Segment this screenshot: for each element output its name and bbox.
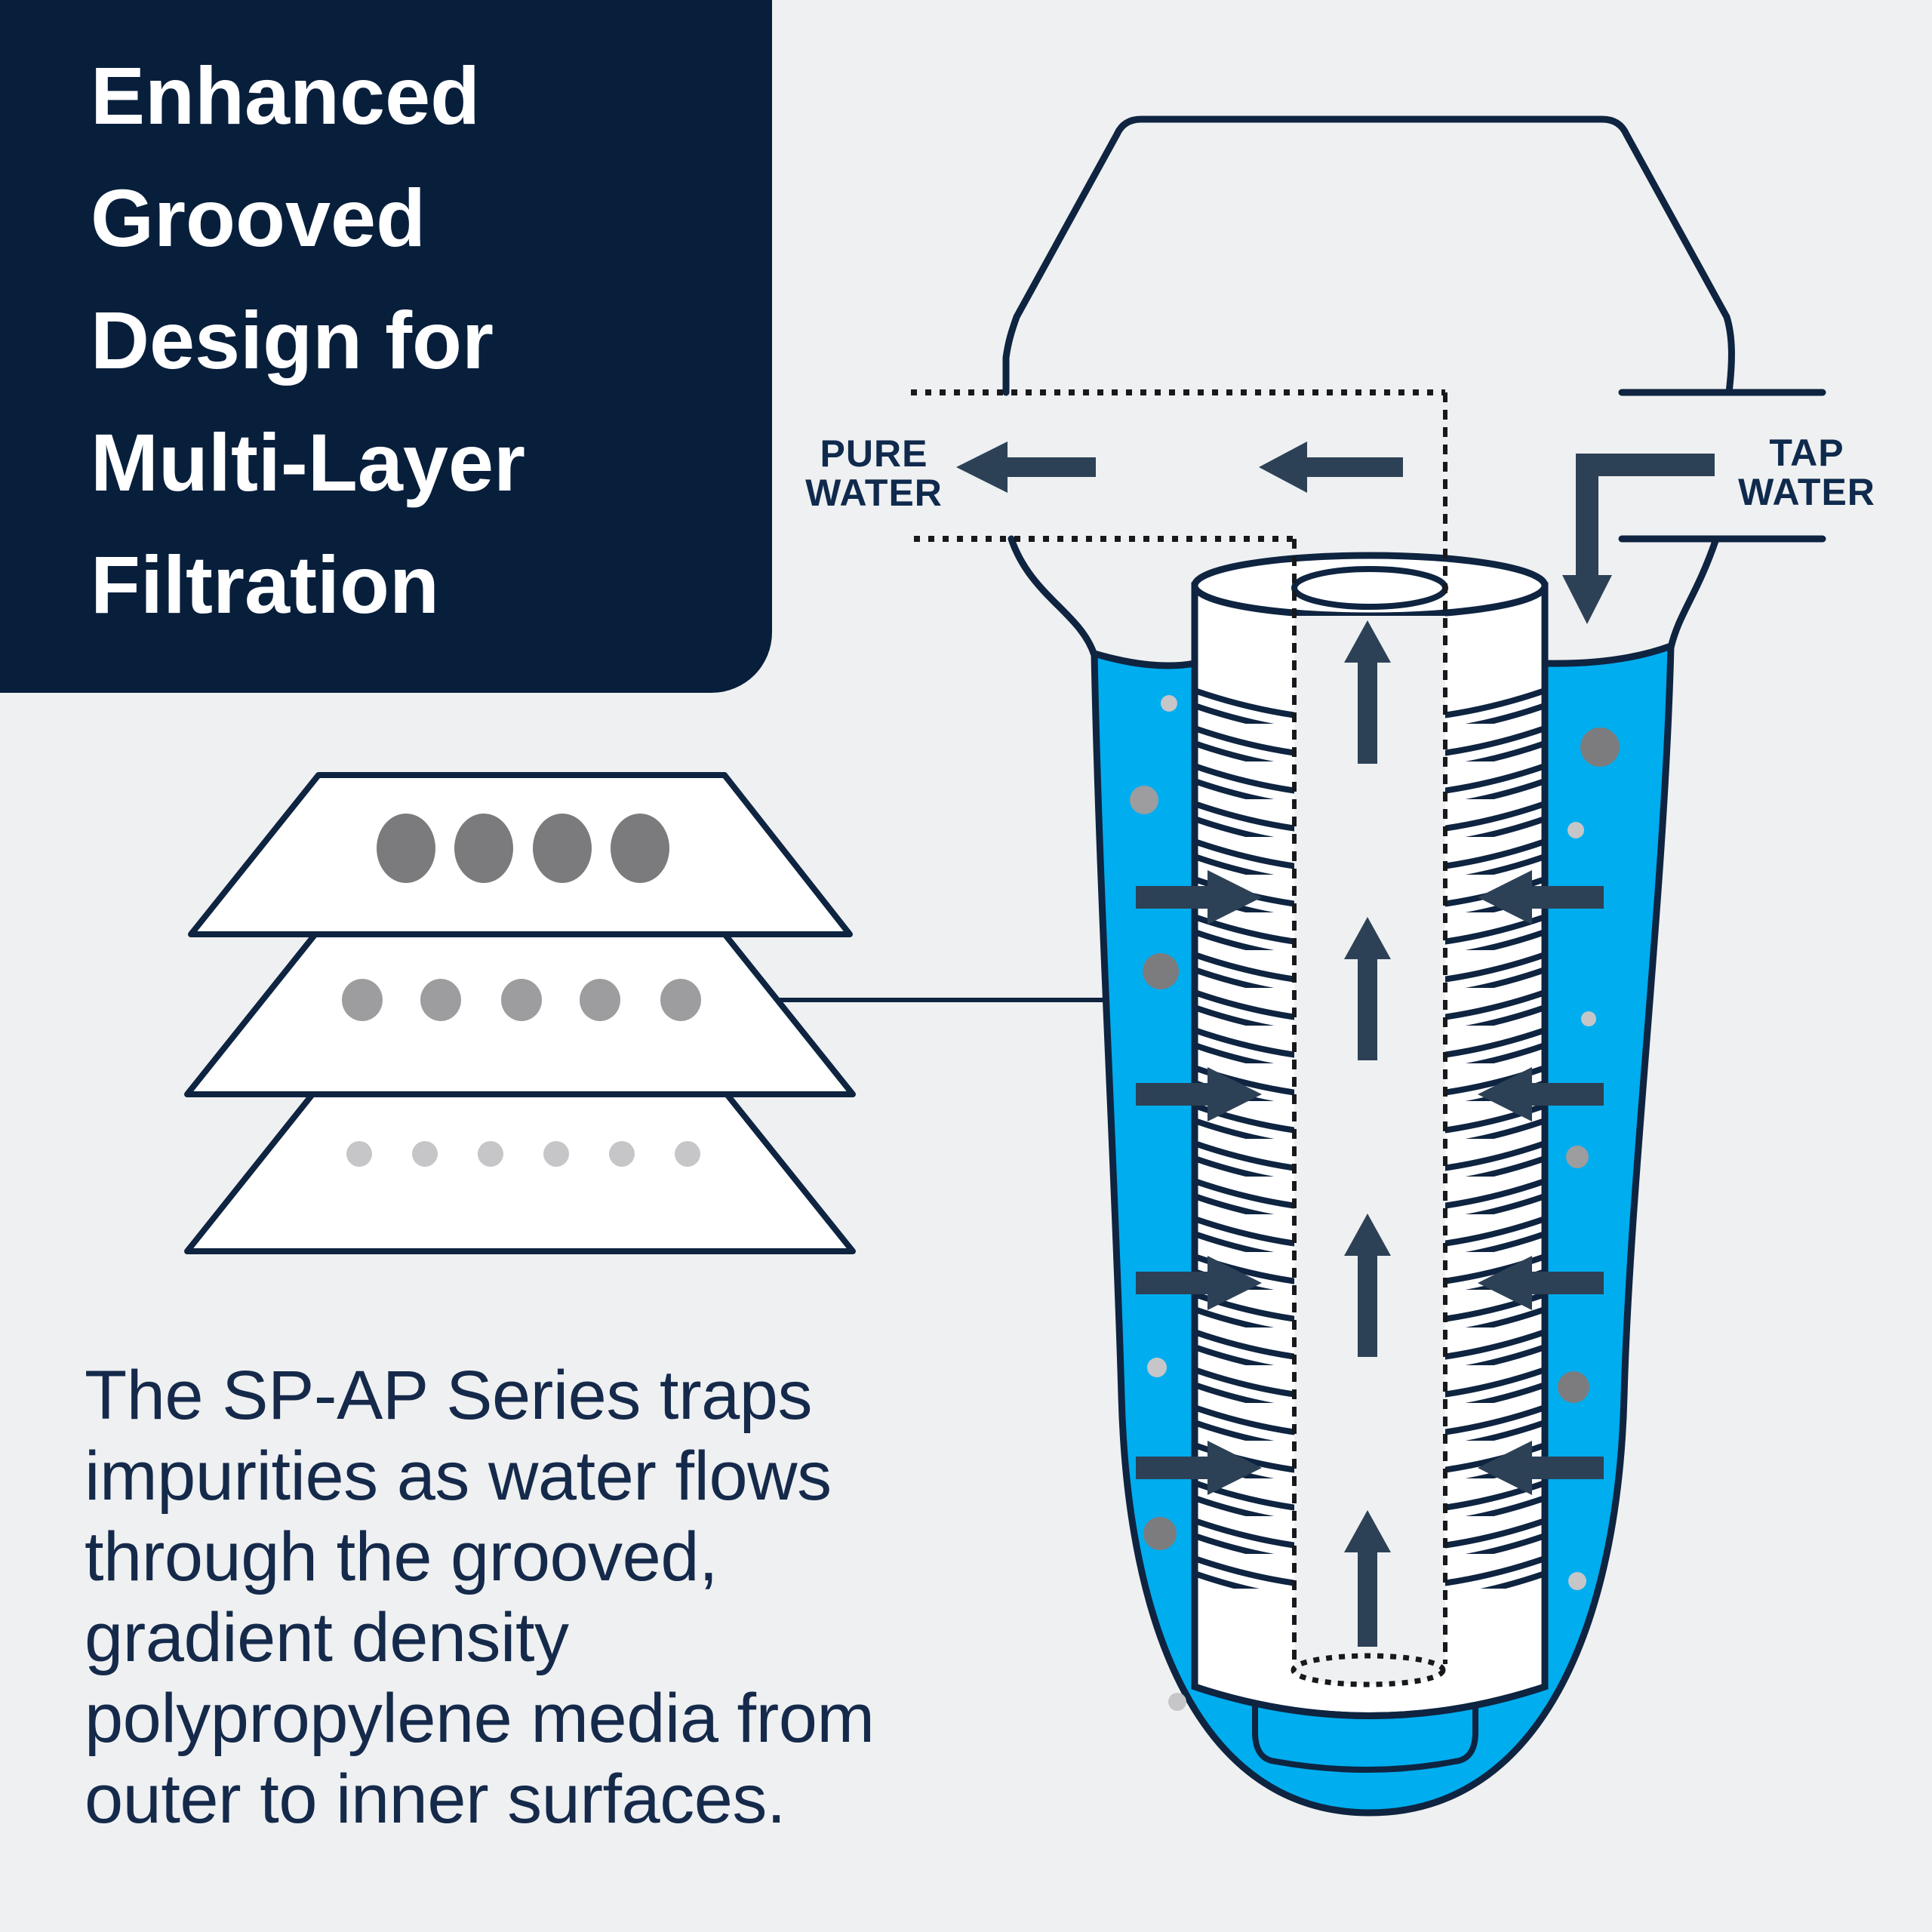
impurity-dot [1143, 1517, 1177, 1550]
title-line: Grooved [91, 172, 426, 263]
pore-dot [580, 979, 620, 1021]
impurity-dot [1147, 1358, 1167, 1377]
media-layer-stack [184, 772, 856, 1254]
title-card: Enhanced Grooved Design for Multi-Layer … [0, 0, 772, 693]
pore-dot [342, 979, 383, 1021]
description-line: through the grooved, [85, 1518, 718, 1595]
impurity-dot [1566, 1146, 1589, 1168]
cartridge-seat [1252, 1701, 1478, 1773]
cartridge-bottom-edge [1193, 1683, 1546, 1719]
title-line: Enhanced [91, 50, 481, 141]
flow-path-guides [911, 389, 1447, 1664]
pore-dot [454, 814, 513, 883]
inward-arrow-right [1478, 1067, 1604, 1121]
tap-water-arrow [1562, 454, 1715, 624]
inward-arrow-left [1136, 1441, 1262, 1495]
inward-arrow-left [1136, 1256, 1262, 1310]
media-layer-outer-dots [377, 814, 669, 883]
housing-head-outline [1002, 115, 1735, 396]
pore-dot [675, 1141, 700, 1167]
impurity-dot [1580, 728, 1620, 767]
pore-dot [420, 979, 461, 1021]
media-layer-inner-dots [346, 1141, 700, 1167]
title-line: Filtration [91, 539, 439, 630]
flow-arrows [956, 441, 1715, 1647]
core-channel [1294, 616, 1445, 1670]
pore-dot [478, 1141, 503, 1167]
inward-arrow-left [1136, 870, 1262, 924]
title-line: Design for [91, 294, 494, 386]
impurity-dot [1168, 1693, 1186, 1711]
description-line: The SP-AP Series traps [85, 1357, 812, 1434]
media-layer-outer [188, 772, 853, 937]
pure-water-arrow [956, 441, 1096, 493]
core-up-arrow [1344, 620, 1391, 764]
pure-water-label: PURE [820, 432, 928, 475]
pore-dot [346, 1141, 372, 1167]
core-bottom-dotted-ellipse [1291, 1653, 1446, 1687]
diagram-labels: PURE WATER TAP WATER [805, 432, 1875, 514]
pore-dot [660, 979, 701, 1021]
media-layer-middle-dots [342, 979, 701, 1021]
pore-dot [611, 814, 669, 883]
pore-dot [609, 1141, 635, 1167]
pore-dot [543, 1141, 569, 1167]
pore-dot [501, 979, 542, 1021]
description-line: impurities as water flows [85, 1438, 832, 1515]
description-text: The SP-AP Series traps impurities as wat… [85, 1355, 1066, 1840]
title-line: Multi-Layer [91, 417, 526, 508]
core-up-arrow [1344, 1510, 1391, 1647]
core-up-arrow [1344, 1214, 1391, 1357]
impurity-dot [1581, 1011, 1596, 1026]
core-up-arrow [1344, 917, 1391, 1060]
pure-water-label: WATER [805, 472, 943, 514]
description-line: polypropylene media from [85, 1680, 875, 1757]
pore-dot [533, 814, 592, 883]
inward-arrow-left [1136, 1067, 1262, 1121]
inward-arrow-right [1478, 870, 1604, 924]
pore-dot [412, 1141, 438, 1167]
description-line: outer to inner surfaces. [85, 1761, 786, 1838]
tap-water-label: WATER [1738, 471, 1875, 513]
impurity-dot [1568, 1572, 1586, 1590]
impurity-dots [1130, 695, 1620, 1728]
impurity-dot [1558, 1371, 1589, 1403]
housing-wall-right [1667, 535, 1720, 651]
inward-arrow-right [1478, 1441, 1604, 1495]
core-opening [1291, 566, 1448, 610]
inward-arrow-right [1478, 1256, 1604, 1310]
pore-dot [377, 814, 435, 883]
impurity-dot [1143, 953, 1179, 989]
impurity-dot [1130, 786, 1158, 814]
tap-water-label: TAP [1769, 432, 1844, 474]
page-title: Enhanced Grooved Design for Multi-Layer … [91, 35, 772, 646]
impurity-dot [1567, 822, 1584, 838]
impurity-dot [1161, 695, 1177, 712]
description-line: gradient density [85, 1599, 569, 1676]
pure-water-arrow [1259, 441, 1403, 493]
filter-cartridge [1191, 552, 1549, 1719]
housing-wall-left [1008, 535, 1098, 659]
